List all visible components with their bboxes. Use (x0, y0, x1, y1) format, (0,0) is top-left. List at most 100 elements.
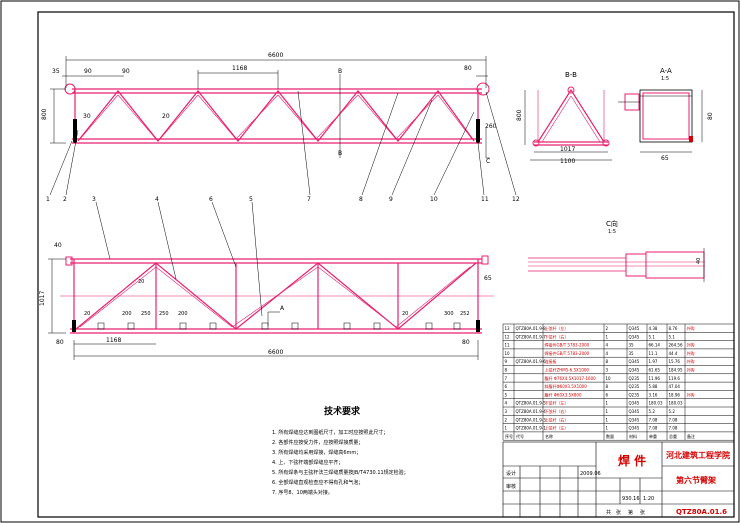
bom-cell: 7.08 (649, 426, 658, 431)
bom-cell: 7.08 (649, 417, 658, 422)
detail-c-title: C向 (606, 219, 618, 228)
detail-c-scale: 1:5 (608, 229, 616, 235)
elev-view-mark-c: C (486, 158, 490, 165)
bom-cell: 外购 (687, 325, 695, 331)
bom-cell: 上弦杆（右） (545, 416, 569, 422)
plan-gap-4: 250 (159, 311, 169, 317)
bom-cell: 5 (505, 392, 508, 397)
bom-cell: 焊接件GB/T 5783-2000 (545, 350, 590, 356)
bom-cell: 66.14 (649, 343, 661, 348)
drawing-number: QTZ80A.01.6 (676, 508, 727, 516)
bb-right-node (602, 139, 610, 147)
bom-cell: 3.16 (649, 392, 658, 397)
note-3: 3. 所有焊缝均采用焊接，焊缝高6mm； (272, 449, 361, 456)
bom-header-cell: 序号 (505, 433, 513, 439)
plan-leader-6: 6 (209, 196, 213, 203)
bom-cell: 4 (606, 351, 609, 356)
elev-leader-9: 9 (389, 196, 393, 203)
bom-cell: 外购 (687, 342, 695, 348)
plan-leader-3: 3 (92, 196, 96, 203)
bom-grid (502, 323, 735, 441)
detail-c-view (528, 248, 705, 282)
bom-header-cell: 单重 (649, 433, 657, 439)
bom-cell: 外购 (687, 350, 695, 356)
bb-dimensions (524, 90, 612, 161)
bom-cell: 外购 (687, 391, 695, 397)
plan-left-plate (72, 320, 76, 332)
elev-left-offset: 30 (83, 113, 91, 120)
notes-title: 技术要求 (324, 405, 361, 417)
bom-cell: 18.96 (669, 392, 681, 397)
aa-width-dim: 65 (661, 155, 669, 162)
bom-cell: Q345 (629, 359, 640, 364)
section-aa-view (618, 89, 703, 153)
elev-leader-8: 8 (359, 196, 363, 203)
bom-cell: 10 (606, 376, 612, 381)
bom-cell: 焊接件GB/T 5783-2000 (545, 342, 590, 348)
plan-markers (97, 322, 461, 330)
drawing-name: 焊 件 (618, 453, 646, 468)
bb-apex-node (567, 86, 575, 94)
bom-cell: 9 (505, 359, 508, 364)
section-bb-view (534, 88, 608, 146)
bom-cell: Q345 (629, 326, 640, 331)
elev-right-offset: 80 (464, 65, 472, 72)
plan-gap-6: 20 (402, 311, 408, 317)
note-7: 7. 序号8、10两端头对接。 (272, 489, 333, 496)
bom-cell: 8 (505, 368, 508, 373)
right-joint (476, 139, 480, 143)
plan-leaders (95, 201, 263, 317)
bom-cell: 下弦杆（左） (545, 400, 569, 406)
bom-cell: 1 (606, 334, 609, 339)
bom-cell: 2 (606, 326, 609, 331)
plan-gap-3: 250 (141, 311, 151, 317)
bom-cell: 1 (505, 426, 508, 431)
bom-cell: 180.03 (669, 401, 683, 406)
elev-panel-dim: 1168 (232, 65, 247, 72)
elev-height-dim: 800 (41, 108, 48, 120)
bom-cell: 连接板 (545, 358, 557, 364)
bom-cell: 5.2 (669, 409, 676, 414)
part-name: 第六节臂架 (676, 475, 716, 485)
bom-cell: 4 (505, 401, 508, 406)
bom-cell: Q235 (629, 392, 640, 397)
elev-end-b: 90 (122, 68, 130, 75)
plan-view (60, 258, 494, 334)
bom-cell: 上弦杆（左） (545, 425, 569, 431)
sheet-unit-2: 张 (640, 509, 645, 516)
elevation-leaders (49, 90, 517, 196)
elev-end-a: 90 (84, 68, 92, 75)
right-pin-circle (476, 82, 490, 96)
plan-left-offset: 80 (56, 339, 64, 346)
plan-gap-5: 200 (178, 311, 188, 317)
bom-cell: QTZ80A.01.9-7 (516, 334, 547, 339)
right-gusset (476, 119, 480, 141)
bom-cell: 腹杆 Φ60X3.5X800 (545, 391, 582, 397)
bom-cell: QTZ80A.01.9-6 (516, 359, 547, 364)
plan-dimensions (48, 258, 479, 360)
bom-header-cell: 材料 (629, 433, 637, 439)
bom-cell: 44.4 (669, 351, 678, 356)
bom-header-cell: 数量 (606, 433, 614, 439)
bom-cell: 上弦杆（左） (545, 325, 569, 331)
bom-cell: 5.88 (649, 384, 658, 389)
bom-header-cell: 名称 (545, 433, 553, 439)
bom-cell: 7.08 (669, 417, 678, 422)
plan-gap-top: 20 (138, 279, 144, 285)
bom-cell: QTZ80A.01.9-4 (516, 409, 547, 414)
bom-cell: 1.97 (649, 359, 658, 364)
bom-cell: Q345 (629, 334, 640, 339)
bom-cell: 8.76 (669, 326, 678, 331)
bom-cell: Q345 (629, 401, 640, 406)
plan-panel-dim: 1168 (106, 337, 121, 344)
note-2: 2. 各部件应按受力件，应按照焊接质量； (272, 439, 363, 446)
bom-cell: Q235 (629, 384, 640, 389)
bom-cell: 11 (505, 343, 511, 348)
bom-cell: Q345 (629, 417, 640, 422)
plan-side-dim: 65 (484, 275, 492, 282)
check-label: 审核 (506, 483, 516, 490)
plan-left-lug (65, 256, 73, 266)
bom-header-cell: 总重 (669, 433, 677, 439)
